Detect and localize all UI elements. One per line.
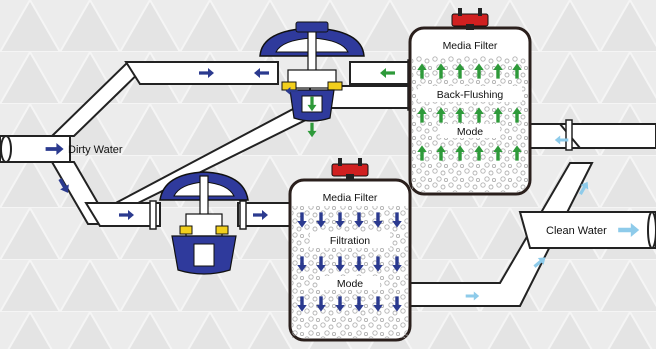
top-media-filter: Media Filter Back-Flushing Mode <box>408 8 532 196</box>
bottom-filter-mode-name: Filtration <box>330 235 370 247</box>
bottom-filter-title: Media Filter <box>323 192 378 204</box>
top-valve <box>259 21 365 122</box>
dirty-water-label: Dirty Water <box>68 144 123 156</box>
top-filter-title: Media Filter <box>443 40 498 52</box>
clean-water-label: Clean Water <box>546 225 607 237</box>
tank-cap-icon <box>331 158 369 180</box>
top-filter-mode-name: Back-Flushing <box>437 89 504 101</box>
bottom-filter-mode-word: Mode <box>337 278 363 290</box>
bottom-media-filter: Media Filter Filtration Mode <box>288 158 412 342</box>
top-filter-mode-word: Mode <box>457 126 483 138</box>
bottom-valve <box>159 171 249 275</box>
tank-cap-icon <box>451 8 489 30</box>
